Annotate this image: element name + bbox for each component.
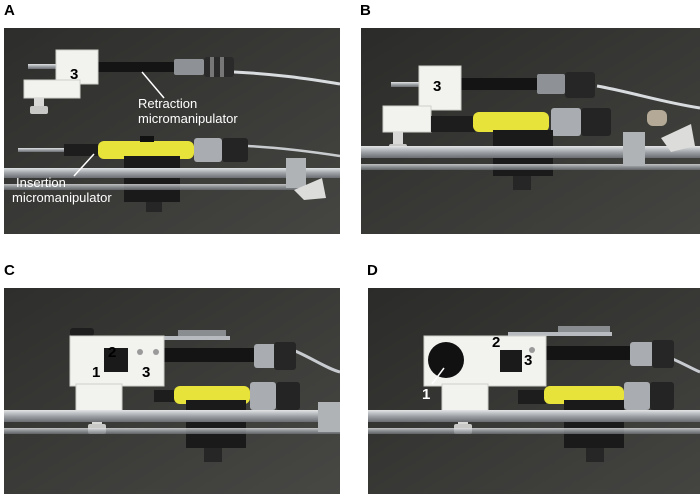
label-a-3: 3 bbox=[70, 66, 79, 83]
panel-letter-d: D bbox=[367, 262, 378, 279]
label-c-3: 3 bbox=[142, 364, 151, 381]
insertion-label-line1: Insertion bbox=[16, 175, 66, 190]
label-d-1-pointer bbox=[431, 367, 445, 385]
photo-panel-d: 1 2 3 bbox=[368, 288, 700, 494]
photo-c bbox=[4, 288, 340, 494]
panel-letter-a: A bbox=[4, 2, 15, 19]
insertion-label-line2: micromanipulator bbox=[12, 190, 112, 205]
label-b-3: 3 bbox=[433, 78, 442, 95]
label-d-1: 1 bbox=[422, 386, 431, 403]
panel-letter-c: C bbox=[4, 262, 15, 279]
photo-panel-b: 3 bbox=[361, 28, 700, 234]
photo-d bbox=[368, 288, 700, 494]
panel-letter-b: B bbox=[360, 2, 371, 19]
label-d-3: 3 bbox=[524, 352, 533, 369]
photo-panel-a: 3 Retraction micromanipulator Insertion … bbox=[4, 28, 340, 234]
label-c-1: 1 bbox=[92, 364, 101, 381]
retraction-arrow bbox=[73, 71, 165, 177]
retraction-label-line2: micromanipulator bbox=[138, 111, 238, 126]
retraction-label-line1: Retraction bbox=[138, 96, 198, 111]
photo-panel-c: 1 2 3 bbox=[4, 288, 340, 494]
photo-b bbox=[361, 28, 700, 234]
retraction-label: Retraction micromanipulator bbox=[138, 96, 238, 126]
photo-a bbox=[4, 28, 340, 234]
label-c-2: 2 bbox=[108, 344, 117, 361]
insertion-label: Insertion micromanipulator bbox=[12, 175, 112, 205]
label-d-2: 2 bbox=[492, 334, 501, 351]
